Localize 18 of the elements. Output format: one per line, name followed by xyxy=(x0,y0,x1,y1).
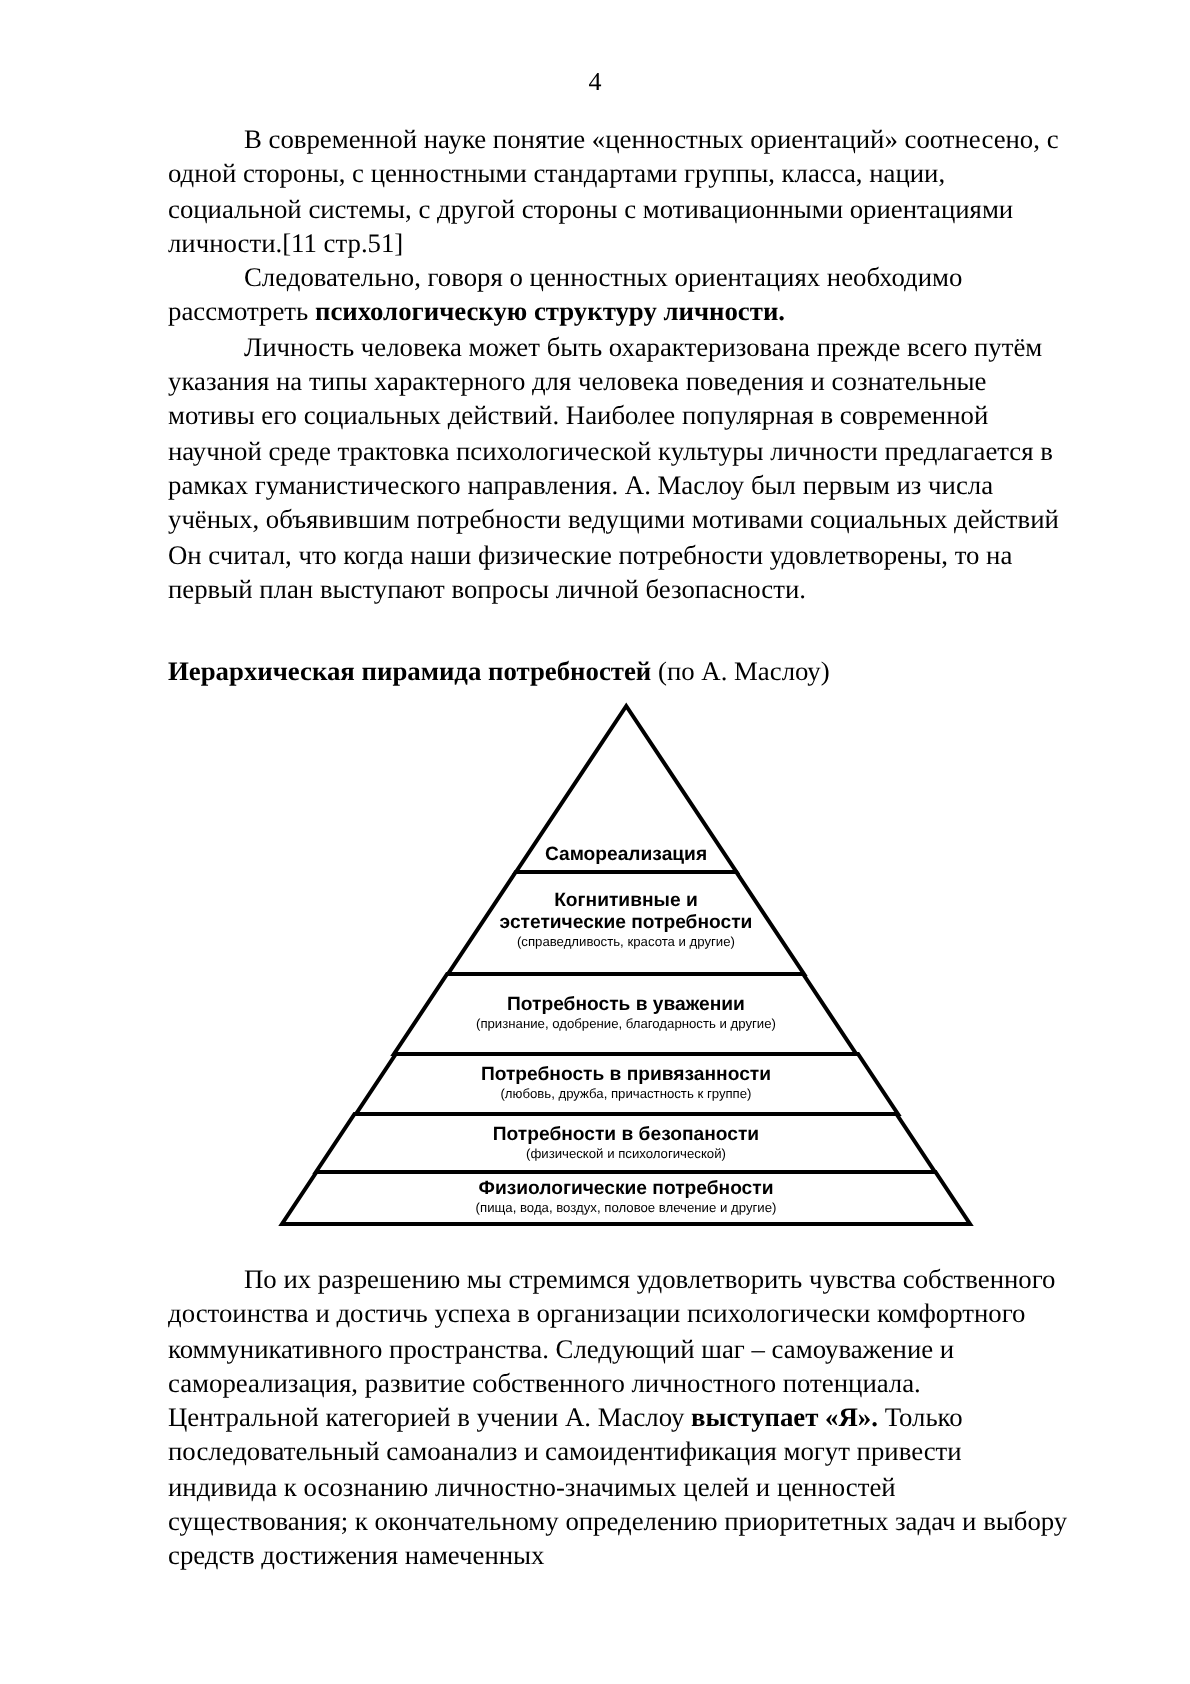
pyramid-level xyxy=(355,1054,897,1114)
level-title: Потребность в привязанности xyxy=(480,1064,772,1086)
pyramid-level xyxy=(448,872,804,974)
pyramid-level xyxy=(394,974,858,1054)
level-title: Самореализация xyxy=(544,844,708,866)
figure-title: Иерархическая пирамида потребностей (по А. Маслоу) xyxy=(168,656,830,688)
paragraph: Следовательно, говоря о ценностных ориентациях необходимо рассмотреть психологическую структуру личности. xyxy=(168,260,965,330)
level-title: Когнитивные и эстетические потребности xyxy=(497,890,755,934)
paragraph: По их разрешению мы стремимся удовлетворить чувства собственного достоинства и достичь успеха в организации психологически комфортного коммуникативного пространства. Следующий шаг – самоуважение и самореализация, развитие собственного личностного потенциала. Центральной категорией в учении А. Маслоу выступает «Я». Только последовательный самоанализ и самоидентификация могут привести индивида к осознанию личностно-значимых целей и ценностей существования; к окончательному определению приоритетных задач и выбору средств достижения намеченных xyxy=(168,1262,1070,1574)
page-number: 4 xyxy=(586,66,604,98)
level-title: Потребности в безопаности xyxy=(492,1123,760,1145)
pyramid-level xyxy=(282,1172,970,1224)
pyramid-level xyxy=(515,706,737,872)
level-title: Физиологические потребности xyxy=(478,1178,774,1200)
level-title: Потребность в уважении xyxy=(507,994,745,1016)
pyramid-level xyxy=(316,1114,936,1172)
paragraph: В современной науке понятие «ценностных ориентаций» соотнесено, с одной стороны, с ценностными стандартами группы, класса, нации, социальной системы, с другой стороны с мотивационными ориентациями личности.[11 стр.51] xyxy=(168,122,1061,261)
paragraph: Личность человека может быть охарактеризована прежде всего путём указания на типы характерного для человека поведения и сознательные мотивы его социальных действий. Наиболее популярная в современной научной среде трактовка психологической культуры личности предлагается в рамках гуманистического направления. А. Маслоу был первым из числа учёных, объявившим потребности ведущими мотивами социальных действий Он считал, что когда наши физические потребности удовлетворены, то на первый план выступают вопросы личной безопасности. xyxy=(168,329,1061,607)
